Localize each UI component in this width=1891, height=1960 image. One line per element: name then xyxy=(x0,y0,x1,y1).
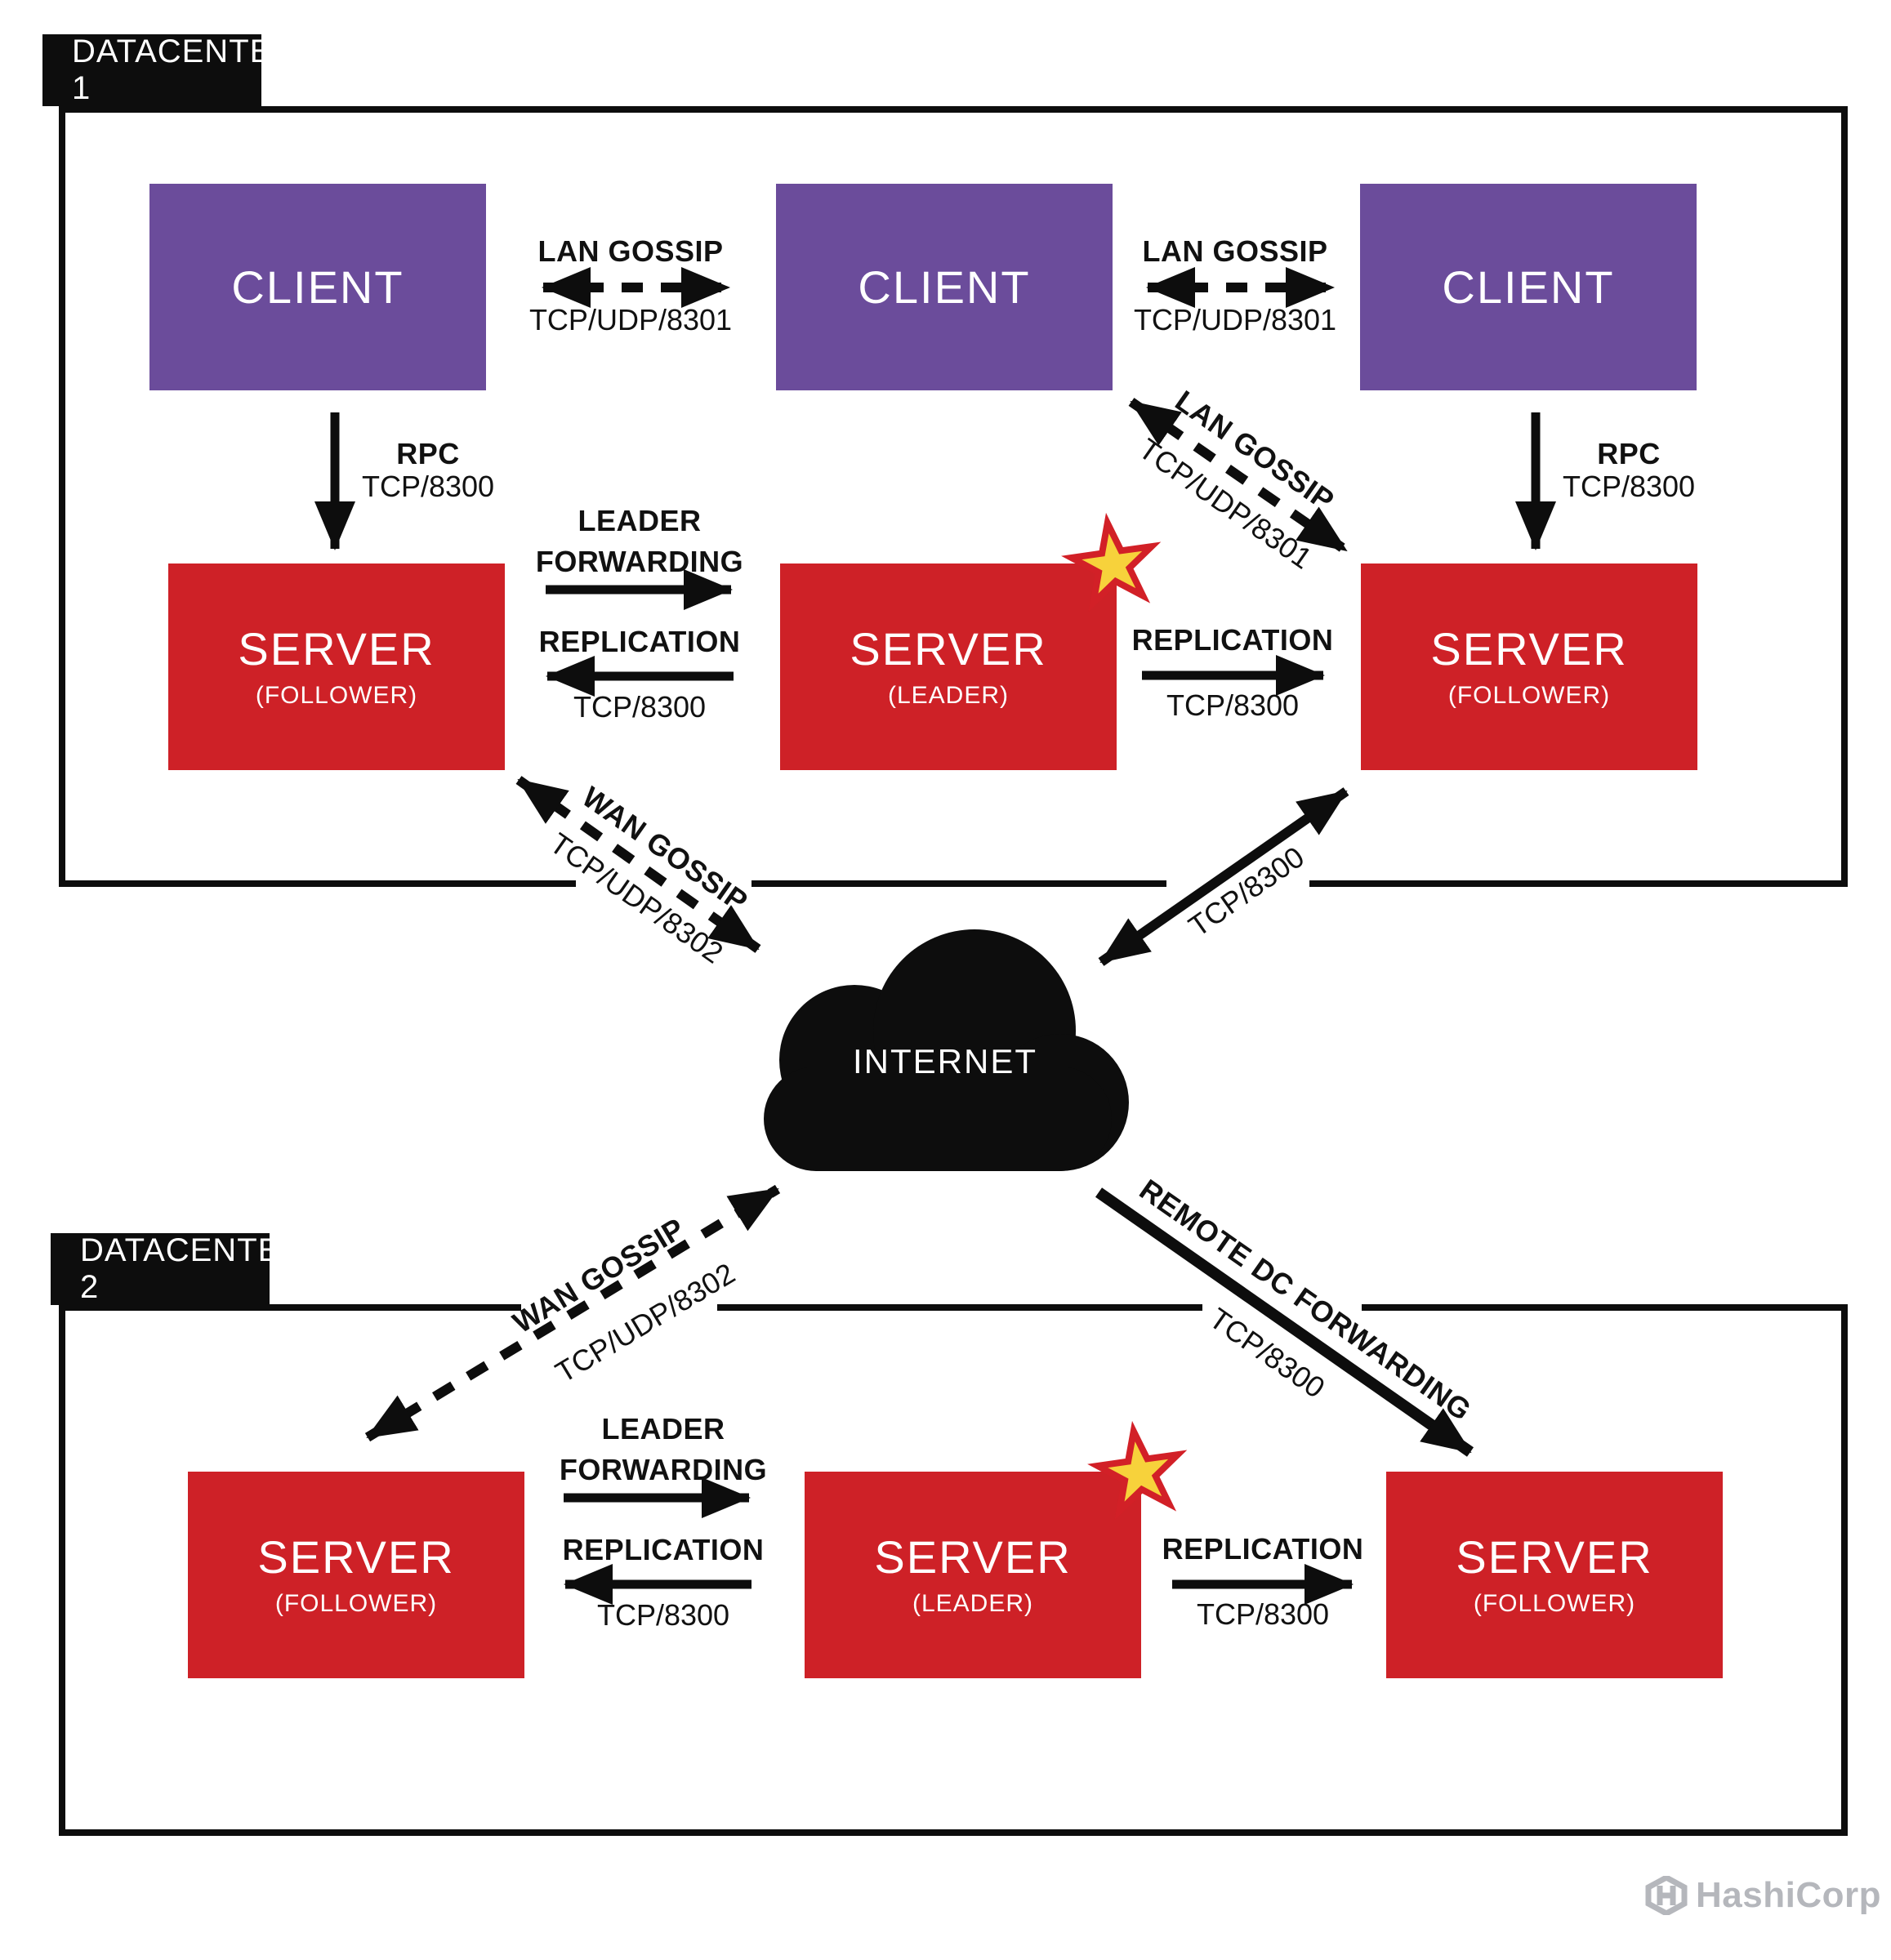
dc1-replication-right-label: REPLICATION xyxy=(1131,623,1334,657)
dc2-replication-left-port: TCP/8300 xyxy=(596,1598,730,1632)
dc2-leader-forwarding-line2: FORWARDING xyxy=(559,1453,768,1486)
dc1-replication-left-label: REPLICATION xyxy=(538,625,741,658)
lan-gossip-right-port: TCP/UDP/8301 xyxy=(1133,303,1337,336)
wan-gossip-dc2-arrow xyxy=(364,1184,781,1442)
hashicorp-brand-text: HashiCorp xyxy=(1696,1875,1881,1915)
rpc-right-port: TCP/8300 xyxy=(1562,470,1696,503)
tcp-8300-link-arrow xyxy=(1098,787,1349,966)
hashicorp-logo-icon xyxy=(1645,1876,1688,1915)
server-title: SERVER xyxy=(850,622,1047,675)
datacenter-2-box xyxy=(59,1304,1848,1836)
wan-gossip-dc1-arrow xyxy=(515,776,761,953)
server-role: (FOLLOWER) xyxy=(1447,681,1611,709)
dc1-server-follower-left: SERVER (FOLLOWER) xyxy=(168,564,505,770)
dc1-leader-forwarding-line1: LEADER xyxy=(578,504,702,537)
server-title: SERVER xyxy=(874,1530,1072,1583)
datacenter-1-label: DATACENTER 1 xyxy=(42,33,296,106)
internet-cloud-icon xyxy=(764,929,1129,1171)
server-role: (LEADER) xyxy=(912,1589,1034,1617)
client-title: CLIENT xyxy=(231,261,404,313)
dc1-server-leader: SERVER (LEADER) xyxy=(780,564,1117,770)
dc1-client-2: CLIENT xyxy=(776,184,1113,390)
server-role: (FOLLOWER) xyxy=(255,681,418,709)
dc1-leader-star-icon xyxy=(1061,512,1162,612)
internet-label: INTERNET xyxy=(853,1042,1037,1080)
rpc-left-port: TCP/8300 xyxy=(361,470,495,503)
server-title: SERVER xyxy=(238,622,435,675)
server-title: SERVER xyxy=(1456,1530,1653,1583)
dc2-server-leader: SERVER (LEADER) xyxy=(805,1472,1141,1678)
dc2-leader-forwarding-line1: LEADER xyxy=(601,1412,725,1446)
lan-gossip-left-label: LAN GOSSIP xyxy=(537,234,724,268)
dc1-replication-right-port: TCP/8300 xyxy=(1166,688,1300,722)
dc2-server-follower-right: SERVER (FOLLOWER) xyxy=(1386,1472,1723,1678)
datacenter-2-label: DATACENTER 2 xyxy=(51,1232,304,1305)
datacenter-1-box xyxy=(59,106,1848,887)
server-role: (FOLLOWER) xyxy=(1473,1589,1636,1617)
rpc-right-label: RPC xyxy=(1597,437,1661,470)
dc2-server-follower-left: SERVER (FOLLOWER) xyxy=(188,1472,524,1678)
dc2-replication-right-label: REPLICATION xyxy=(1162,1532,1364,1566)
server-role: (FOLLOWER) xyxy=(274,1589,438,1617)
dc2-leader-star-icon xyxy=(1087,1420,1188,1521)
lan-gossip-left-port: TCP/UDP/8301 xyxy=(528,303,733,336)
dc1-client-3: CLIENT xyxy=(1360,184,1697,390)
dc1-leader-forwarding-line2: FORWARDING xyxy=(535,545,744,578)
hashicorp-brand: HashiCorp xyxy=(1645,1875,1881,1916)
server-title: SERVER xyxy=(257,1530,455,1583)
dc1-replication-left-port: TCP/8300 xyxy=(573,690,707,724)
remote-dc-forwarding-arrow xyxy=(1095,1187,1474,1457)
rpc-left-label: RPC xyxy=(396,437,460,470)
client-title: CLIENT xyxy=(858,261,1031,313)
lan-gossip-right-label: LAN GOSSIP xyxy=(1142,234,1328,268)
server-title: SERVER xyxy=(1430,622,1628,675)
dc1-server-follower-right: SERVER (FOLLOWER) xyxy=(1361,564,1697,770)
client-title: CLIENT xyxy=(1442,261,1615,313)
lan-gossip-diagonal-arrow xyxy=(1128,398,1349,555)
server-role: (LEADER) xyxy=(887,681,1010,709)
dc1-client-1: CLIENT xyxy=(149,184,486,390)
dc2-replication-left-label: REPLICATION xyxy=(562,1533,765,1566)
dc2-replication-right-port: TCP/8300 xyxy=(1196,1597,1330,1631)
